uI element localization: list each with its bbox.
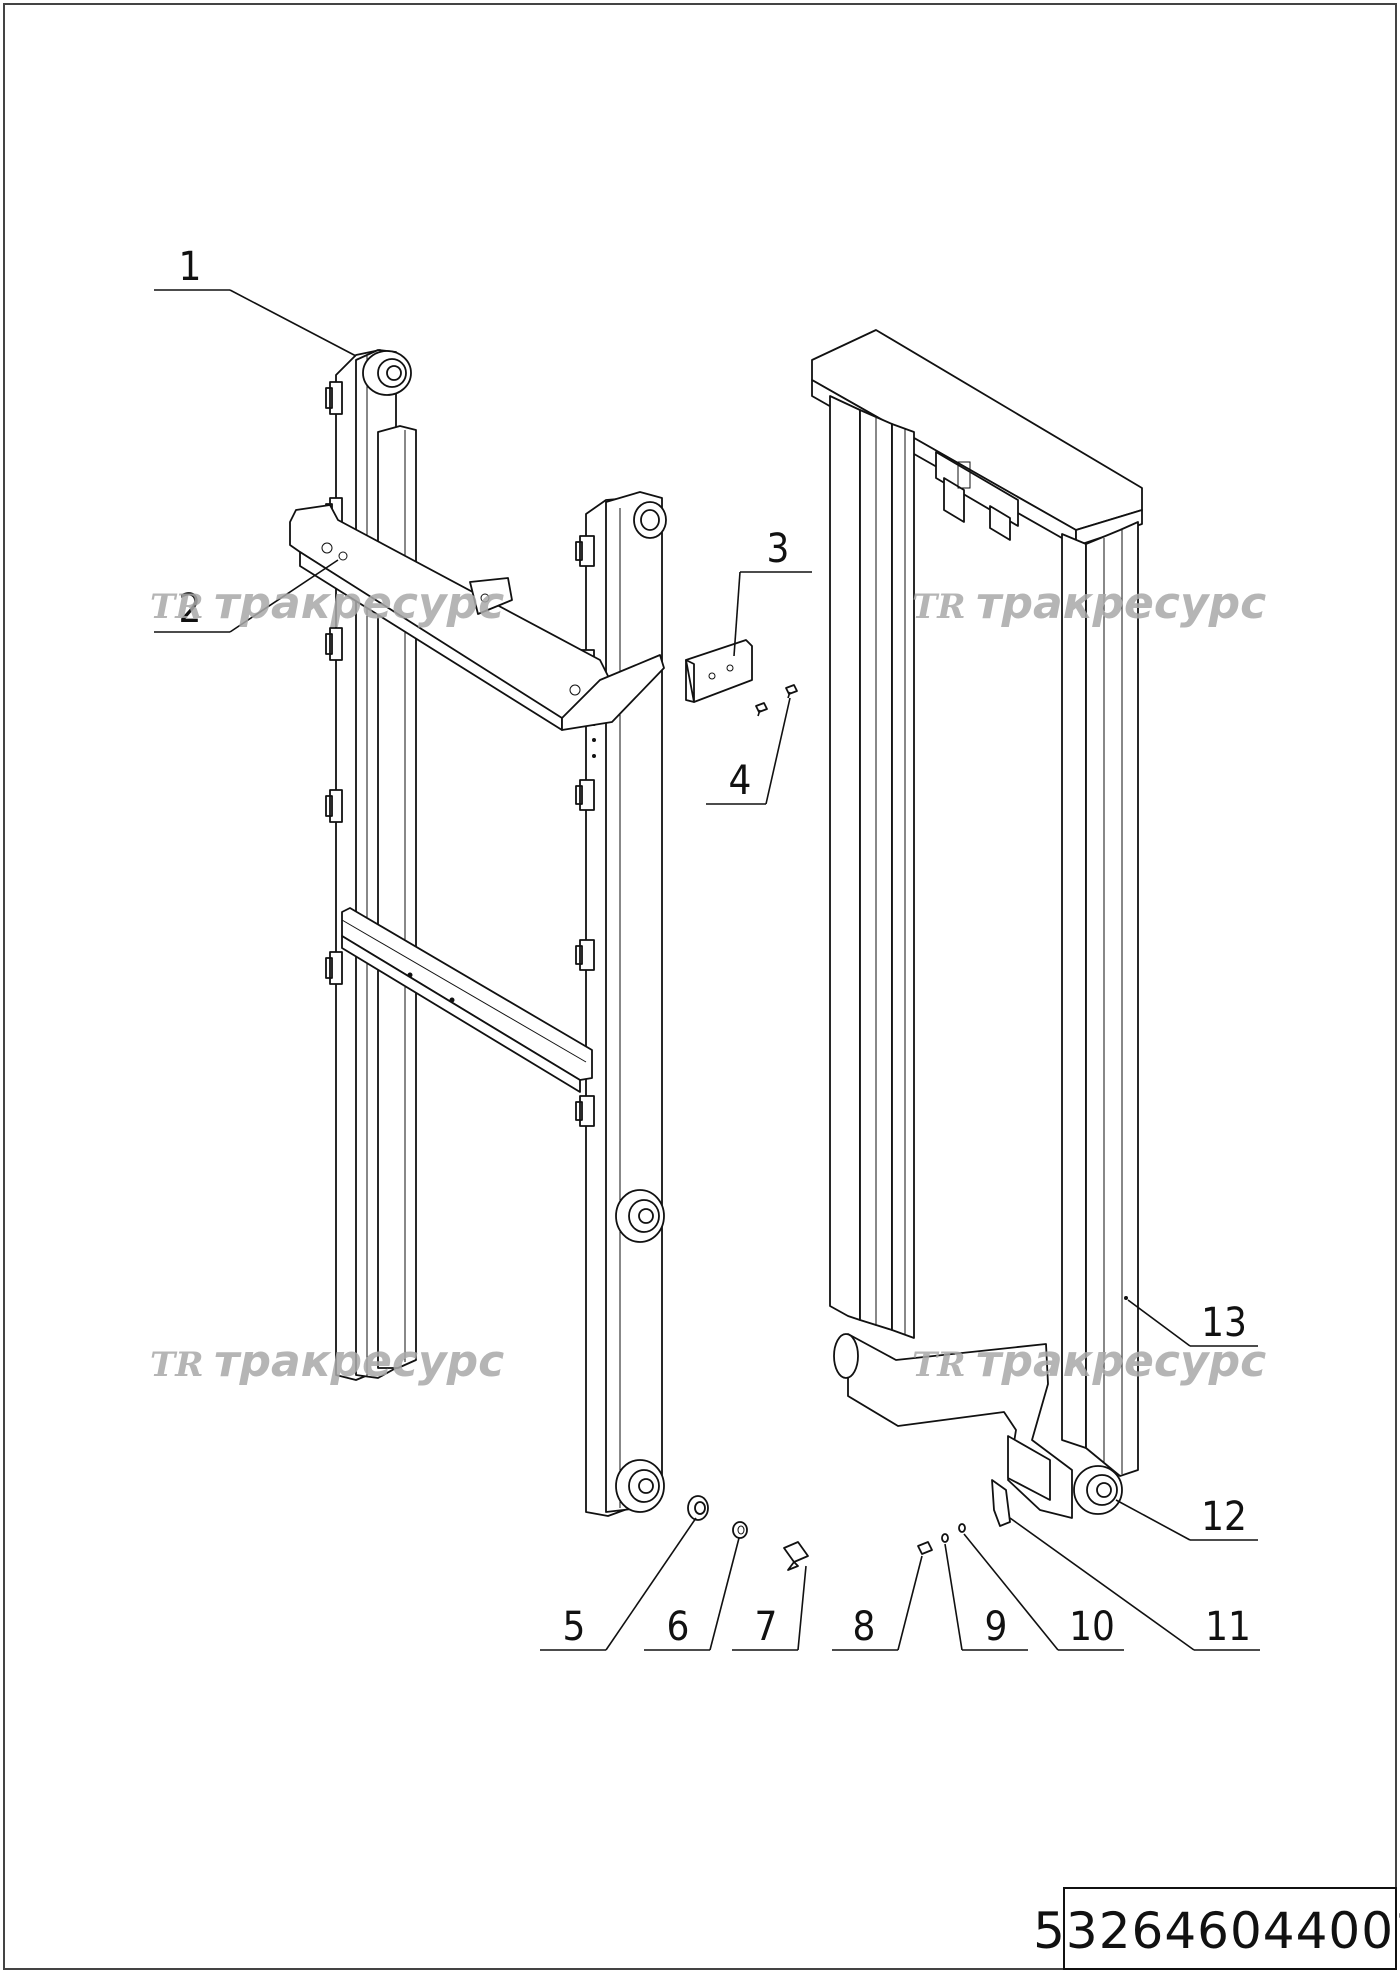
screw-8 bbox=[917, 1541, 933, 1555]
document-number-box: 532646044001 bbox=[1033, 1887, 1400, 1970]
svg-text:тракресурс: тракресурс bbox=[976, 1336, 1266, 1387]
svg-text:TR: TR bbox=[150, 1345, 204, 1385]
svg-text:тракресурс: тракресурс bbox=[976, 578, 1266, 629]
callout-1: 1 bbox=[179, 244, 202, 290]
svg-text:тракресурс: тракресурс bbox=[214, 578, 504, 629]
leader-lines bbox=[154, 289, 1260, 1651]
callout-12: 12 bbox=[1201, 1494, 1247, 1540]
inner-mast bbox=[289, 349, 667, 1517]
callout-11: 11 bbox=[1205, 1604, 1251, 1650]
outer-mast bbox=[811, 329, 1143, 1519]
drawing-border bbox=[3, 3, 1397, 1970]
callout-labels: 1 2 3 4 5 6 7 8 9 10 11 12 13 bbox=[179, 244, 1251, 1650]
watermark-top-right: TR тракресурс bbox=[912, 578, 1266, 629]
callout-6: 6 bbox=[667, 1604, 690, 1650]
washer-5 bbox=[687, 1495, 709, 1521]
callout-9: 9 bbox=[985, 1604, 1008, 1650]
callout-13: 13 bbox=[1201, 1300, 1247, 1346]
callout-8: 8 bbox=[853, 1604, 876, 1650]
lower-crossmember bbox=[341, 907, 593, 1093]
bolt-7 bbox=[783, 1541, 809, 1571]
callout-7: 7 bbox=[755, 1604, 778, 1650]
callout-2: 2 bbox=[179, 586, 202, 632]
callout-5: 5 bbox=[563, 1604, 586, 1650]
plate-11 bbox=[991, 1479, 1011, 1527]
svg-text:TR: TR bbox=[150, 587, 204, 627]
callout-10: 10 bbox=[1069, 1604, 1115, 1650]
watermark-top-left: TR тракресурс bbox=[150, 578, 504, 629]
callout-3: 3 bbox=[767, 526, 790, 572]
watermark-bottom-right: TR тракресурс bbox=[912, 1336, 1266, 1387]
washer-10 bbox=[958, 1523, 966, 1533]
nut-9 bbox=[941, 1533, 949, 1543]
svg-text:TR: TR bbox=[912, 587, 966, 627]
watermark-bottom-left: TR тракресурс bbox=[150, 1336, 504, 1387]
small-screws bbox=[755, 684, 798, 717]
svg-text:тракресурс: тракресурс bbox=[214, 1336, 504, 1387]
bracket-plate bbox=[685, 639, 753, 703]
callout-4: 4 bbox=[729, 758, 752, 804]
washer-6 bbox=[732, 1521, 748, 1539]
document-number: 532646044001 bbox=[1033, 1902, 1400, 1960]
upper-crossmember bbox=[289, 504, 665, 731]
svg-text:TR: TR bbox=[912, 1345, 966, 1385]
